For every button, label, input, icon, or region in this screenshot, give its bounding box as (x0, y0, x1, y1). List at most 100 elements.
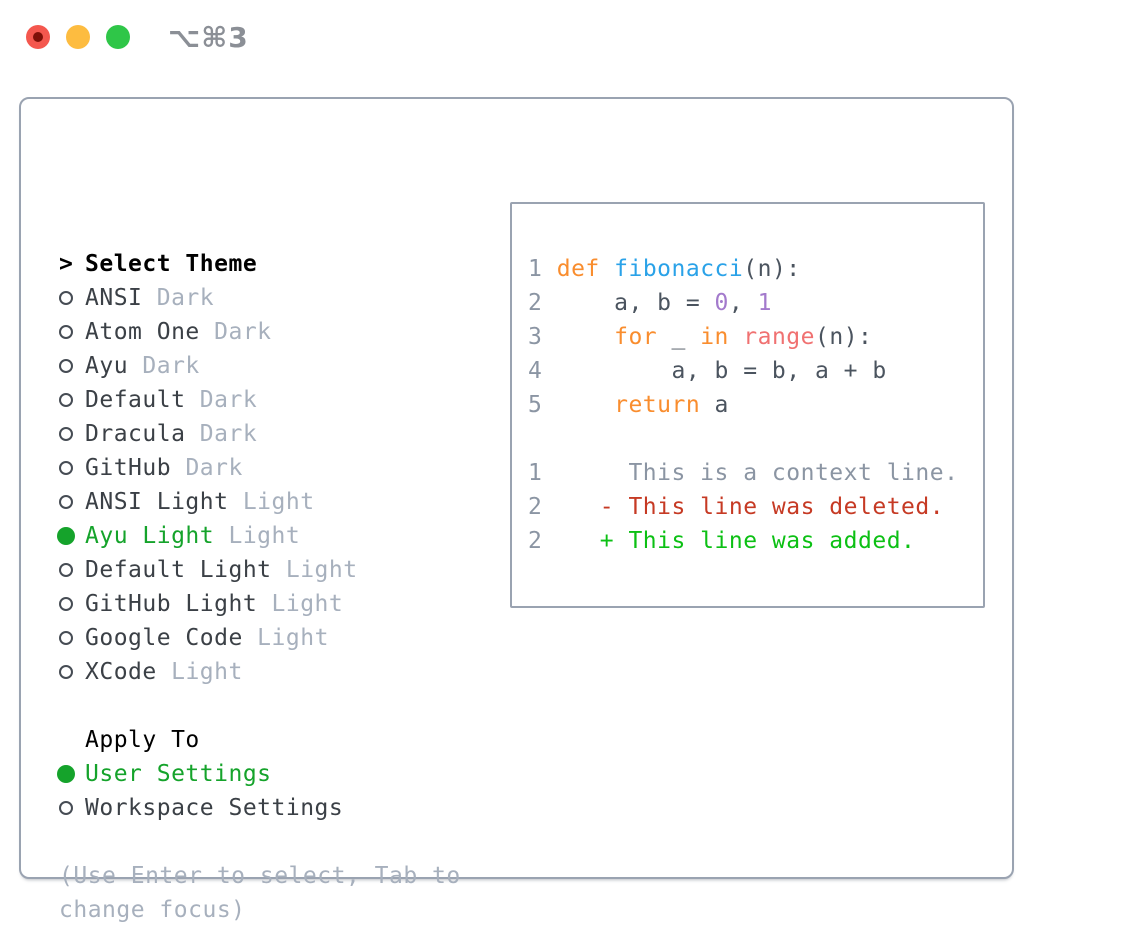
theme-option-github-light[interactable]: GitHub Light Light (59, 587, 461, 621)
code-token-t (542, 324, 614, 350)
hint-line: (Use Enter to select, Tab to (59, 859, 461, 893)
option-variant-label: Light (242, 625, 329, 651)
code-token-ln: 4 (528, 358, 543, 384)
apply-to-title: Apply To (85, 727, 200, 753)
theme-option-github[interactable]: GitHub Dark (59, 451, 461, 485)
code-token-fn: fibonacci (614, 256, 744, 282)
code-token-ln: 2 (528, 290, 543, 316)
code-token-ln: 5 (528, 392, 543, 418)
code-token-t (729, 324, 743, 350)
option-label: XCode (85, 659, 157, 685)
code-token-t: a (700, 392, 729, 418)
option-label: Workspace Settings (85, 795, 344, 821)
select-theme-title: Select Theme (85, 251, 258, 277)
code-line: 1 This is a context line. (528, 456, 958, 490)
code-token-add: + This line was added. (599, 528, 916, 554)
window-title: ⌥⌘3 (168, 21, 249, 54)
spacer-row (59, 825, 461, 859)
radio-unselected-icon (59, 359, 73, 373)
theme-option-atom-one[interactable]: Atom One Dark (59, 315, 461, 349)
radio-unselected-icon (59, 665, 73, 679)
apply-option-user-settings[interactable]: User Settings (57, 757, 461, 791)
option-variant-label: Dark (171, 455, 243, 481)
option-label: ANSI Light (85, 489, 229, 515)
option-variant-label: Dark (199, 319, 272, 345)
option-variant-label: Dark (128, 353, 200, 379)
code-line: 2 + This line was added. (528, 524, 958, 558)
code-token-ln: 1 (528, 460, 543, 486)
code-line: 5 return a (528, 388, 958, 422)
option-label: GitHub (85, 455, 172, 481)
hint-line: change focus) (59, 893, 461, 927)
code-token-ln: 2 (528, 528, 543, 554)
option-variant-label: Light (156, 659, 243, 685)
code-token-t (542, 392, 614, 418)
option-variant-label: Light (228, 489, 315, 515)
radio-selected-icon (57, 527, 75, 545)
code-token-call: range (743, 324, 816, 350)
code-line: 1 def fibonacci(n): (528, 252, 958, 286)
option-variant-label: Light (271, 557, 358, 583)
radio-unselected-icon (59, 325, 73, 339)
code-token-t (600, 256, 614, 282)
option-label: Ayu Light (85, 523, 215, 549)
code-token-del: - This line was deleted. (599, 494, 945, 520)
code-token-kw: def (556, 256, 600, 282)
option-label: Default Light (85, 557, 272, 583)
code-token-t: (n): (815, 324, 873, 350)
code-token-t: (n): (743, 256, 801, 282)
radio-unselected-icon (59, 291, 73, 305)
code-line: 3 for _ in range(n): (528, 320, 958, 354)
option-label: GitHub Light (85, 591, 258, 617)
theme-option-ayu-light[interactable]: Ayu Light Light (57, 519, 461, 553)
code-line (528, 422, 958, 456)
zoom-button[interactable] (106, 25, 130, 49)
apply-to-header: Apply To (59, 723, 461, 757)
titlebar: ⌥⌘3 (0, 0, 1140, 76)
code-token-ctx: This is a context line. (542, 460, 959, 486)
code-line: 2 - This line was deleted. (528, 490, 958, 524)
radio-unselected-icon (59, 801, 73, 815)
code-token-kw: return (614, 392, 701, 418)
theme-option-default[interactable]: Default Dark (59, 383, 461, 417)
modified-dot-icon (33, 32, 43, 42)
theme-option-xcode[interactable]: XCode Light (59, 655, 461, 689)
code-line: 4 a, b = b, a + b (528, 354, 958, 388)
option-label: Google Code (85, 625, 243, 651)
code-token-ln: 2 (528, 494, 543, 520)
radio-unselected-icon (59, 631, 73, 645)
code-token-t: a, b = b, a + b (542, 358, 887, 384)
code-token-t: a, b = (542, 290, 715, 316)
radio-unselected-icon (59, 597, 73, 611)
hint-text-1: (Use Enter to select, Tab to (59, 863, 461, 889)
code-line: 2 a, b = 0, 1 (528, 286, 958, 320)
code-token-kw: in (700, 324, 729, 350)
radio-unselected-icon (59, 427, 73, 441)
theme-option-google-code[interactable]: Google Code Light (59, 621, 461, 655)
theme-option-default-light[interactable]: Default Light Light (59, 553, 461, 587)
close-button[interactable] (26, 25, 50, 49)
option-label: Ayu (85, 353, 129, 379)
spacer-row (59, 689, 461, 723)
radio-unselected-icon (59, 495, 73, 509)
code-token-t: _ (657, 324, 701, 350)
option-label: Atom One (85, 319, 200, 345)
code-token-t: , (728, 290, 758, 316)
theme-option-dracula[interactable]: Dracula Dark (59, 417, 461, 451)
theme-option-ayu[interactable]: Ayu Dark (59, 349, 461, 383)
theme-option-ansi-light[interactable]: ANSI Light Light (59, 485, 461, 519)
option-variant-label: Dark (185, 387, 258, 413)
radio-unselected-icon (59, 393, 73, 407)
code-token-kw: for (614, 324, 658, 350)
theme-option-ansi[interactable]: ANSI Dark (59, 281, 461, 315)
option-variant-label: Dark (142, 285, 215, 311)
apply-option-workspace-settings[interactable]: Workspace Settings (59, 791, 461, 825)
caret-icon: > (59, 251, 74, 277)
code-token-t (542, 494, 599, 520)
code-token-num: 1 (757, 290, 772, 316)
code-token-t (542, 528, 599, 554)
minimize-button[interactable] (66, 25, 90, 49)
